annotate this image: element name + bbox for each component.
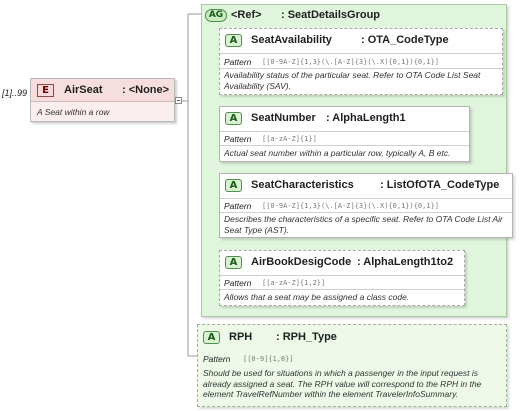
divider	[220, 68, 502, 69]
attribute-name: SeatNumber	[251, 112, 316, 124]
attribute-type: : RPH_Type	[276, 331, 337, 343]
attribute-type: : AlphaLength1to2	[357, 256, 454, 268]
element-name: AirSeat	[64, 84, 103, 96]
divider	[220, 289, 464, 290]
divider	[220, 131, 469, 132]
attribute-badge: A	[225, 256, 242, 269]
element-header	[31, 79, 174, 102]
attribute-box-seatnumber[interactable]: A SeatNumber : AlphaLength1 Pattern [[a-…	[219, 106, 470, 162]
element-type: : <None>	[122, 84, 170, 96]
attribute-name: SeatAvailability	[251, 34, 332, 46]
attribute-description: Describes the characteristics of a speci…	[224, 214, 503, 235]
pattern-value: [[0-9A-Z]{1,3}(\.[A-Z]{3}(\.X){0,1}){0,1…	[262, 202, 440, 210]
collapse-toggle-icon[interactable]	[175, 97, 182, 104]
attribute-badge: A	[203, 331, 220, 344]
attribute-group-badge: AG	[205, 9, 227, 22]
attribute-name: AirBookDesigCode	[251, 256, 352, 268]
facet-label: Pattern	[224, 134, 252, 144]
facet-label: Pattern	[203, 354, 231, 364]
pattern-value: [[a-zA-Z]{1}]	[262, 135, 317, 143]
divider	[220, 275, 464, 276]
attribute-description: Availability status of the particular se…	[224, 70, 481, 91]
attribute-description: Allows that a seat may be assigned a cla…	[224, 292, 410, 302]
group-type: : SeatDetailsGroup	[281, 9, 381, 21]
element-badge: E	[37, 84, 54, 97]
attribute-type: : OTA_CodeType	[361, 34, 449, 46]
attribute-box-seatavailability[interactable]: A SeatAvailability : OTA_CodeType Patter…	[219, 28, 503, 95]
occurrence-label: [1]..99	[2, 88, 28, 98]
pattern-value: [[a-zA-Z]{1,2}]	[262, 279, 326, 287]
attribute-badge: A	[225, 34, 242, 47]
facet-label: Pattern	[224, 201, 252, 211]
pattern-value: [[0-9]{1,8}]	[243, 355, 294, 363]
divider	[220, 53, 502, 54]
element-description: A Seat within a row	[37, 107, 110, 117]
divider	[220, 198, 512, 199]
attribute-name: SeatCharacteristics	[251, 179, 354, 191]
attribute-box-airbookdesigcode[interactable]: A AirBookDesigCode : AlphaLength1to2 Pat…	[219, 250, 465, 306]
attribute-name: RPH	[229, 331, 253, 343]
attribute-badge: A	[225, 112, 242, 125]
attribute-box-seatcharacteristics[interactable]: A SeatCharacteristics : ListOfOTA_CodeTy…	[219, 173, 513, 238]
group-ref-label: <Ref>	[231, 9, 262, 21]
pattern-value: [[0-9A-Z]{1,3}(\.[A-Z]{3}(\.X){0,1}){0,1…	[262, 58, 440, 66]
attribute-box-rph[interactable]: A RPH : RPH_Type Pattern [[0-9]{1,8}] Sh…	[197, 324, 507, 407]
attribute-description: Actual seat number within a particular r…	[224, 148, 451, 158]
element-box-airseat[interactable]: E AirSeat : <None> A Seat within a row	[30, 78, 175, 122]
divider	[220, 145, 469, 146]
attribute-description: Should be used for situations in which a…	[203, 368, 482, 399]
attribute-type: : ListOfOTA_CodeType	[380, 179, 500, 191]
divider	[220, 212, 512, 213]
attribute-type: : AlphaLength1	[326, 112, 406, 124]
attribute-badge: A	[225, 179, 242, 192]
facet-label: Pattern	[224, 278, 252, 288]
facet-label: Pattern	[224, 57, 252, 67]
